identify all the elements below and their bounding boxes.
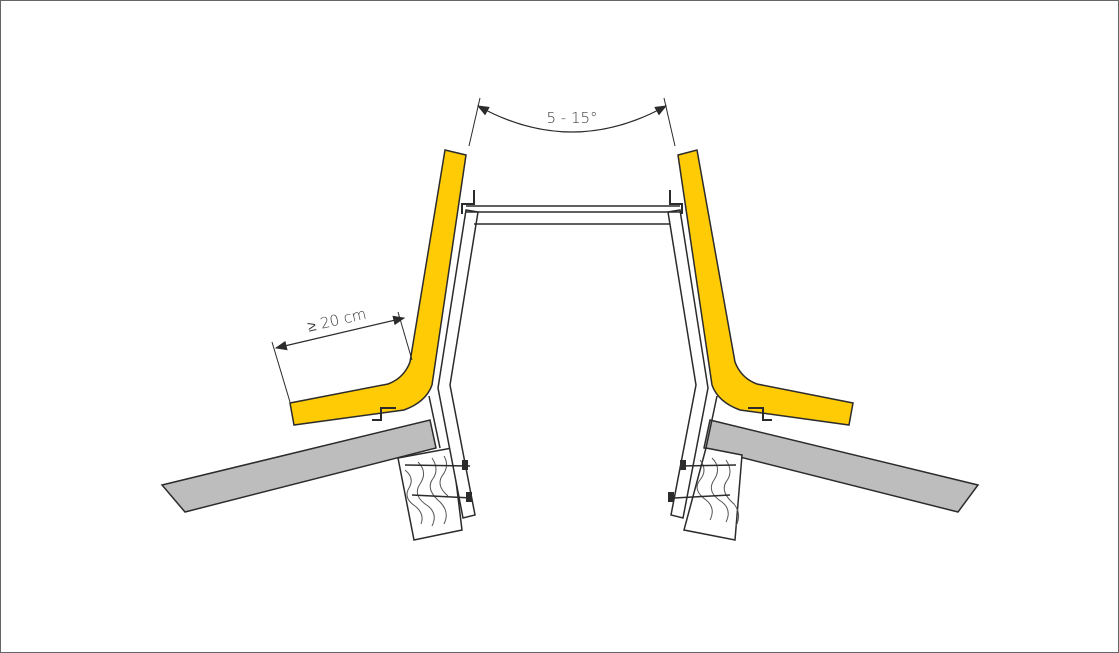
angle-extension-right — [663, 97, 676, 147]
distance-dimension-line — [274, 315, 406, 351]
distance-extension-left — [271, 341, 291, 403]
z-clip-left — [372, 407, 396, 421]
insulation-right — [677, 149, 854, 426]
distance-label: ≥ 20 cm — [306, 305, 368, 336]
roof-slab-left — [160, 419, 437, 513]
top-clip-right — [669, 190, 683, 214]
z-clip-right — [748, 407, 772, 421]
timber-beam-right — [683, 447, 743, 541]
timber-beam-left — [397, 447, 463, 541]
roof-slab-right — [703, 419, 980, 513]
insulation-left — [289, 149, 467, 426]
angle-extension-left — [468, 97, 481, 147]
angle-dimension-arc — [476, 105, 668, 133]
angle-label: 5 - 15° — [546, 109, 597, 127]
hatch-frame-right — [667, 209, 737, 519]
hatch-lid — [466, 205, 680, 225]
top-clip-left — [461, 190, 475, 214]
